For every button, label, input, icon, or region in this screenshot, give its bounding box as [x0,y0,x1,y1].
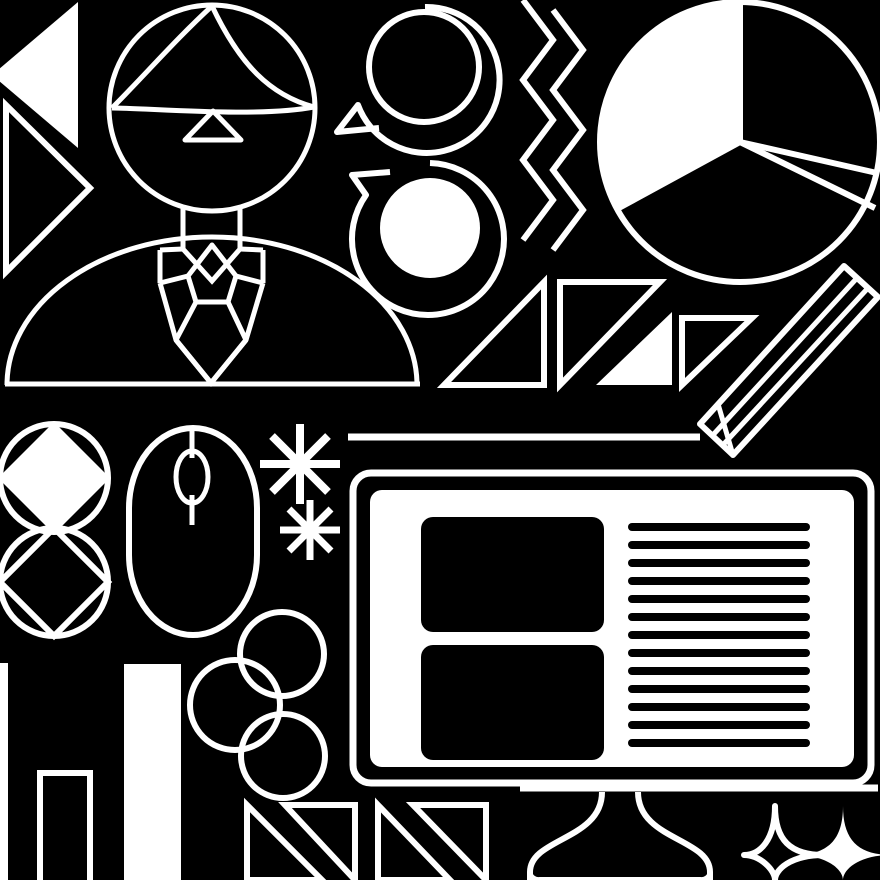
bar-chart-column-2 [37,770,93,880]
four-point-star-filled-shape [794,806,880,880]
monitor-stand [527,791,713,880]
eight-point-star-large [260,424,340,504]
screen-image-block-1 [421,517,604,632]
speech-bubble-bottom-inner-circle [380,178,480,278]
avatar-tie-tip [174,338,248,387]
avatar-hair-fringe [111,104,315,115]
avatar-tie-knot-facets [159,273,264,286]
bubble-3 [238,711,328,801]
speech-bubble-outline [334,3,503,156]
screen-text-line [628,541,810,549]
filled-left-triangle [0,2,78,148]
monitor-stand-legs [527,791,713,880]
triangle-row-lower [244,797,489,880]
desktop-monitor [349,469,875,787]
circle-diamond-filled [0,421,111,535]
avatar-collar [181,247,242,285]
monitor-outer-frame [349,469,875,787]
screen-text-line [628,721,810,729]
computer-mouse [126,425,260,638]
screen-text-line [628,703,810,711]
bubble-cluster [187,609,328,801]
screen-text-line [628,631,810,639]
pencil-tip [698,402,736,456]
speech-bubble-bottom-body [349,160,507,318]
triangle-pair-top-left [0,2,95,280]
bubble-2 [187,657,283,753]
circle-diamond-outline-shape [0,523,113,641]
bar-chart [0,663,181,880]
screen-text-line [628,667,810,675]
speech-bubble-top-inner-circle [366,9,482,125]
outlined-right-triangle [3,97,95,280]
screen-text-line [628,577,810,585]
avatar-hair-right [209,4,315,110]
eight-point-star-small-rays [280,500,340,560]
triangle-lower-3 [375,797,455,880]
eight-point-star-large-rays [260,424,340,504]
circle-diamond-filled-shape [0,422,110,534]
pie-divider-4 [615,139,742,212]
avatar-tie-knot [185,242,239,305]
screen-image-block-2 [421,645,604,760]
triangle-lower-4 [405,802,489,880]
business-person-avatar [4,2,420,387]
avatar-shoulder-seam [159,246,264,253]
zigzag-line-left [519,0,557,242]
speech-bubble-filled [349,160,507,318]
four-point-star-filled [794,806,880,880]
circle-diamond-outline [0,523,113,641]
screen-text-line [628,739,810,747]
zigzag-group [519,0,587,252]
avatar-tie-side-seams [157,282,266,341]
avatar-head [106,2,318,214]
triangle-lower-1 [244,797,327,880]
screen-text-line [628,523,810,531]
triangle-upper-3-filled [596,312,672,385]
avatar-hair-left [110,4,214,110]
eight-point-star-small [280,500,340,560]
zigzag-line-right [549,8,587,252]
triangle-upper-4 [679,315,760,393]
pencil [697,263,880,458]
pie-chart [597,0,880,285]
screen-text-lines [628,523,810,747]
triangle-row-upper [436,274,760,393]
monitor-stand-base [527,873,713,880]
avatar-nose [182,108,244,143]
screen-text-line [628,613,810,621]
screen-text-line [628,595,810,603]
screen-text-line [628,649,810,657]
screen-text-line [628,559,810,567]
avatar-shoulders [4,234,420,386]
pencil-ridge-2 [720,286,870,448]
bar-chart-column-1 [0,663,8,880]
avatar-lapel-edges [157,250,266,283]
triangle-upper-1 [436,274,547,388]
pie-divider-2 [739,139,878,176]
bar-chart-column-3 [124,664,181,880]
speech-bubble-top-body [334,3,503,156]
screen-text-line [628,685,810,693]
avatar-neck [180,208,243,250]
mouse-scroll-wheel [173,448,211,506]
triangle-lower-2 [278,802,358,880]
triangle-upper-2 [557,279,668,393]
pencil-ridge-1 [710,276,859,438]
pie-divider-3 [738,139,877,211]
